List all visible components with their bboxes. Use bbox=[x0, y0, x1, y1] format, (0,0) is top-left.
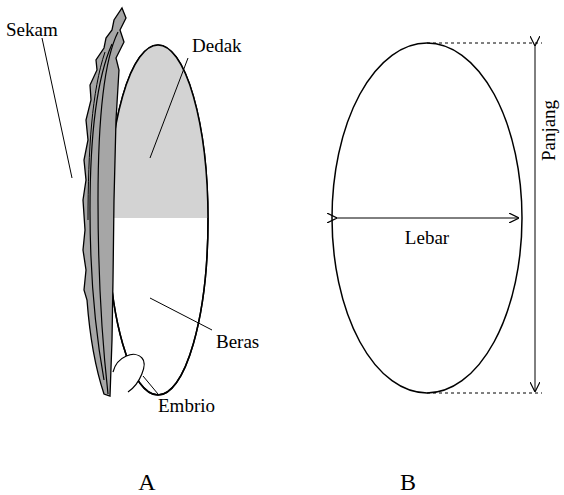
figure-label: B bbox=[400, 470, 416, 494]
figure-label: A bbox=[138, 470, 155, 494]
dimension-label: Panjang bbox=[540, 100, 559, 161]
part-label: Sekam bbox=[6, 20, 58, 39]
part-label: Embrio bbox=[158, 396, 215, 415]
dimension-label: Lebar bbox=[405, 228, 449, 247]
part-label: Beras bbox=[216, 332, 259, 351]
part-label: Dedak bbox=[192, 36, 242, 55]
